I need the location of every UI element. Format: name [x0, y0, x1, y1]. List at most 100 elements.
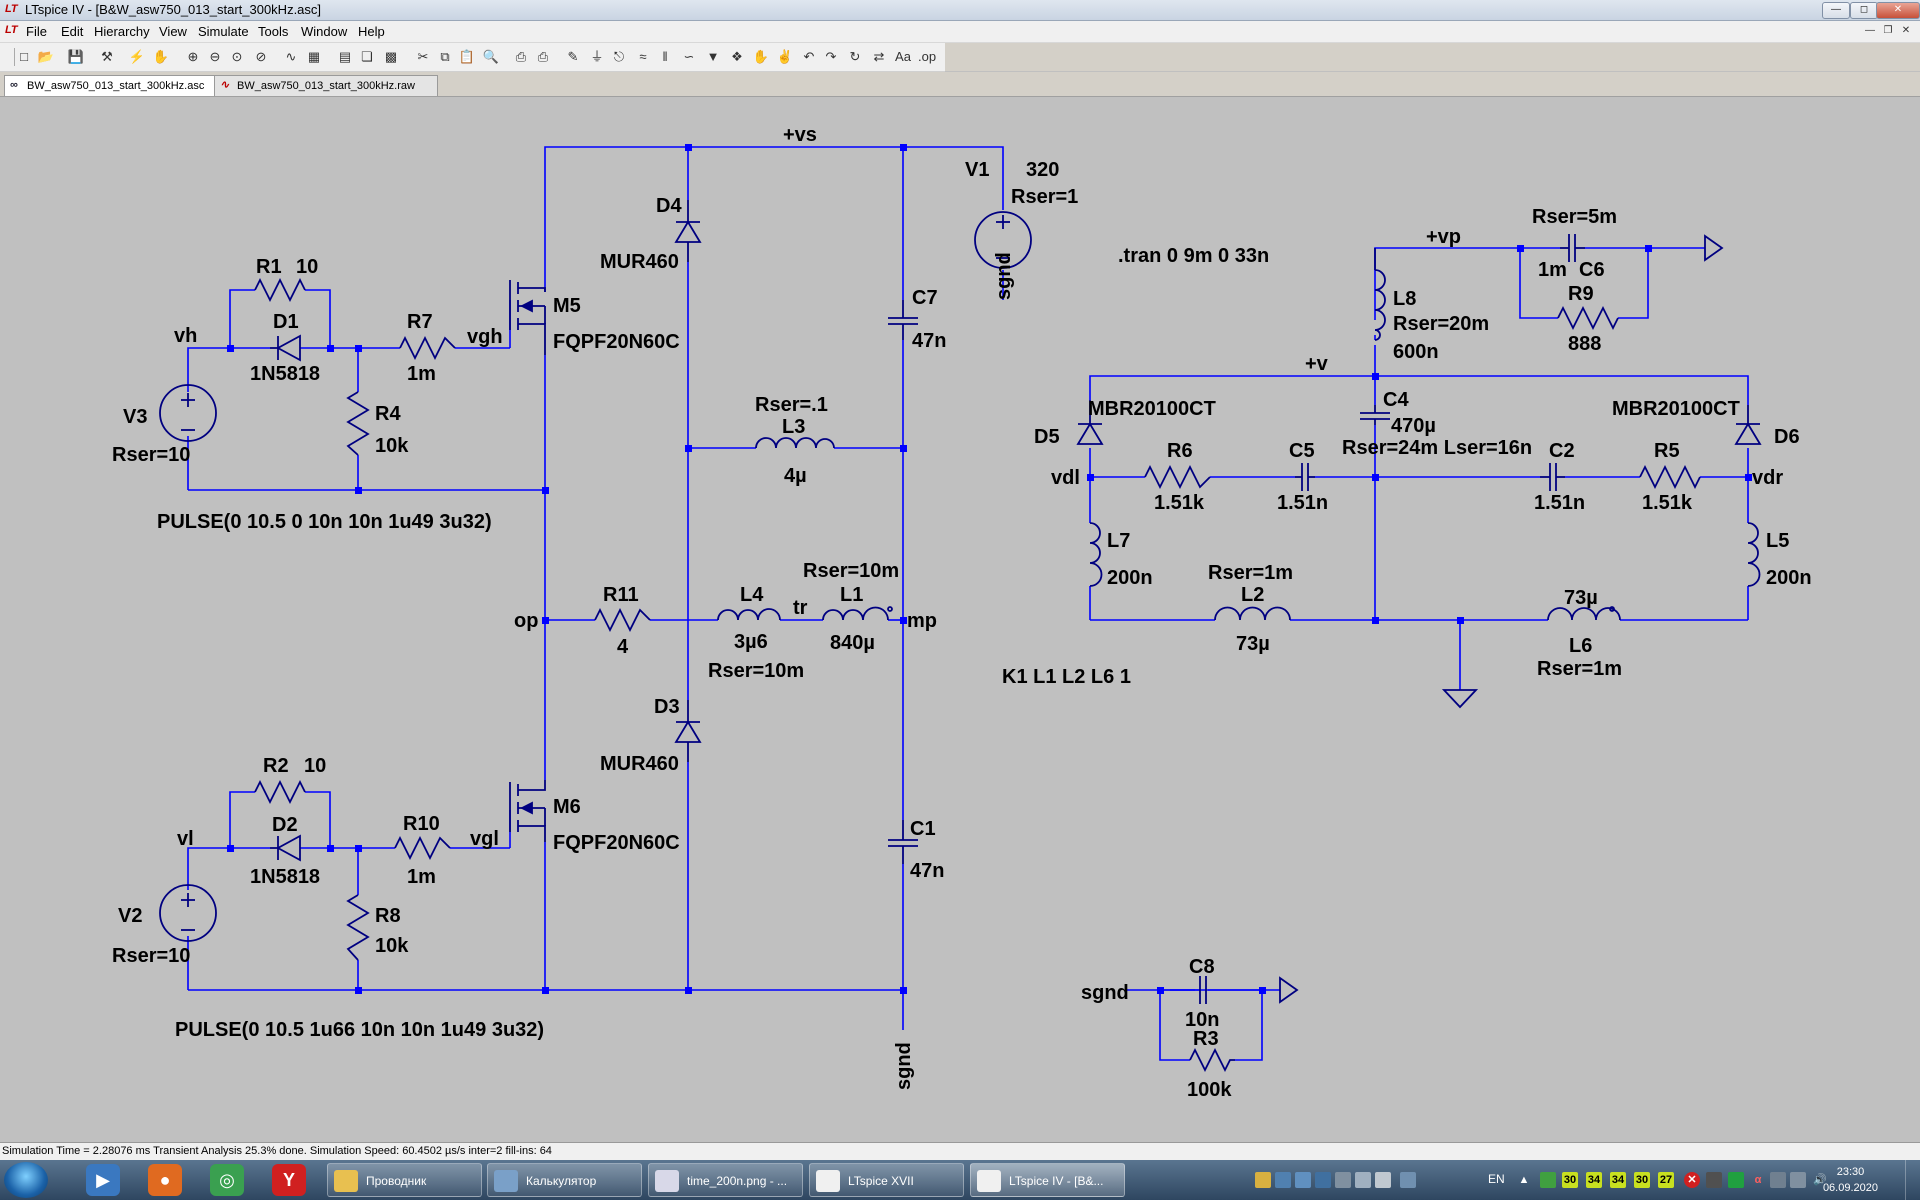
- print-icon[interactable]: ⎙: [537, 49, 549, 64]
- redo-icon[interactable]: ↷: [825, 49, 837, 64]
- toolbar-separator: [14, 48, 15, 66]
- taskbar-item-ltspice-xvii[interactable]: LTspice XVII: [809, 1163, 964, 1197]
- schematic-canvas[interactable]: +vs +vp +v vh vgh vl vgl op tr mp vdl vd…: [3, 97, 1917, 1133]
- control-panel-icon[interactable]: ⚒: [101, 49, 113, 64]
- menu-edit[interactable]: Edit: [61, 24, 84, 39]
- temp-indicator-1[interactable]: 30: [1562, 1172, 1578, 1188]
- yandex-browser-icon[interactable]: Y: [272, 1164, 306, 1196]
- cascade-icon[interactable]: ❏: [361, 49, 373, 64]
- green-icon[interactable]: [1728, 1172, 1744, 1188]
- autorange-icon[interactable]: ▦: [307, 49, 321, 64]
- taskbar-item-explorer[interactable]: Проводник: [327, 1163, 482, 1197]
- alpha-icon[interactable]: α: [1754, 1174, 1762, 1186]
- part-name-c2: C2: [1549, 440, 1575, 462]
- capacitor-icon[interactable]: ‖: [662, 49, 668, 64]
- part-value-m5: FQPF20N60C: [553, 331, 680, 353]
- part-extra-l4: Rser=10m: [708, 660, 804, 682]
- chrome-icon[interactable]: ◎: [210, 1164, 244, 1196]
- temp-indicator-3[interactable]: 34: [1610, 1172, 1626, 1188]
- net-label-op: op: [514, 610, 538, 632]
- spice-directive-icon[interactable]: .op: [918, 49, 937, 64]
- temp-indicator-4[interactable]: 30: [1634, 1172, 1650, 1188]
- tile-vertical-icon[interactable]: ▩: [384, 49, 398, 64]
- menu-help[interactable]: Help: [358, 24, 385, 39]
- network-icon[interactable]: [1315, 1172, 1331, 1188]
- tool-icon[interactable]: [1355, 1172, 1371, 1188]
- window-icon[interactable]: [1295, 1172, 1311, 1188]
- close-circle-icon[interactable]: ✕: [1684, 1172, 1700, 1188]
- monitor-small-icon[interactable]: [1790, 1172, 1806, 1188]
- paste-icon[interactable]: 📋: [458, 49, 476, 64]
- net-label-mp: mp: [907, 610, 937, 632]
- mdi-close-icon[interactable]: ✕: [1901, 25, 1911, 36]
- zoom-out-icon[interactable]: ⊖: [209, 49, 221, 64]
- mdi-restore-icon[interactable]: ❐: [1883, 25, 1893, 36]
- run-icon[interactable]: ⚡: [128, 49, 146, 64]
- inductor-icon[interactable]: ∽: [683, 49, 695, 64]
- resistor-icon[interactable]: ≈: [639, 49, 647, 64]
- open-icon[interactable]: 📂: [37, 49, 55, 64]
- maximize-button[interactable]: ◻: [1850, 2, 1878, 19]
- pan-icon[interactable]: ✋: [152, 49, 170, 64]
- drag-icon[interactable]: ✌: [776, 49, 794, 64]
- taskbar-item-ltspice-iv[interactable]: LTspice IV - [B&...: [970, 1163, 1125, 1197]
- menu-simulate[interactable]: Simulate: [198, 24, 249, 39]
- zoom-in-icon[interactable]: ⊕: [187, 49, 199, 64]
- keyboard-icon[interactable]: [1400, 1172, 1416, 1188]
- language-indicator[interactable]: EN: [1488, 1172, 1505, 1186]
- label-net-icon[interactable]: ⎋: [613, 49, 625, 64]
- menu-file[interactable]: File: [26, 24, 47, 39]
- diode-icon[interactable]: ▼: [706, 49, 720, 64]
- media-player-icon[interactable]: ▶: [86, 1164, 120, 1196]
- waveform-icon[interactable]: ∿: [285, 49, 297, 64]
- printer-icon[interactable]: [1335, 1172, 1351, 1188]
- print-setup-icon[interactable]: ⎙: [515, 49, 527, 64]
- temp-indicator-2[interactable]: 34: [1586, 1172, 1602, 1188]
- rotate-icon[interactable]: ↻: [849, 49, 861, 64]
- new-schematic-icon[interactable]: □: [20, 49, 28, 64]
- save-icon[interactable]: 💾: [67, 49, 85, 64]
- copy-icon[interactable]: ⧉: [440, 49, 450, 64]
- firefox-icon[interactable]: ●: [148, 1164, 182, 1196]
- close-button[interactable]: ✕: [1876, 2, 1920, 19]
- menu-tools[interactable]: Tools: [258, 24, 289, 39]
- find-icon[interactable]: 🔍: [482, 49, 500, 64]
- temp-indicator-5[interactable]: 27: [1658, 1172, 1674, 1188]
- zoom-fit-icon[interactable]: ⊙: [231, 49, 243, 64]
- taskbar-item-label: Проводник: [366, 1174, 427, 1188]
- pen-icon[interactable]: [1375, 1172, 1391, 1188]
- mdi-minimize-icon[interactable]: —: [1865, 25, 1875, 36]
- schematic-drawing[interactable]: +vs +vp +v vh vgh vl vgl op tr mp vdl vd…: [3, 97, 1917, 1133]
- taskbar-item-paint[interactable]: time_200n.png - ...: [648, 1163, 803, 1197]
- move-icon[interactable]: ✋: [752, 49, 770, 64]
- mirror-icon[interactable]: ⇄: [873, 49, 885, 64]
- gpu-icon[interactable]: [1706, 1172, 1722, 1188]
- folder-icon[interactable]: [1255, 1172, 1271, 1188]
- document-menu-icon[interactable]: LT: [5, 24, 18, 36]
- part-name-r3: R3: [1193, 1028, 1219, 1050]
- clock[interactable]: 23:30 06.09.2020: [1823, 1164, 1878, 1196]
- tile-horizontal-icon[interactable]: ▤: [338, 49, 352, 64]
- show-desktop-button[interactable]: [1905, 1160, 1920, 1200]
- ground-icon[interactable]: ⏚: [590, 49, 604, 64]
- shield-icon[interactable]: [1540, 1172, 1556, 1188]
- part-extra-v2: Rser=10: [112, 945, 190, 967]
- undo-icon[interactable]: ↶: [803, 49, 815, 64]
- start-button[interactable]: [4, 1162, 48, 1198]
- menu-hierarchy[interactable]: Hierarchy: [94, 24, 150, 39]
- menu-view[interactable]: View: [159, 24, 187, 39]
- tab-schematic[interactable]: ∞ BW_asw750_013_start_300kHz.asc: [4, 75, 218, 96]
- text-icon[interactable]: Aa: [895, 49, 911, 64]
- volume-icon[interactable]: 🔊: [1813, 1174, 1827, 1186]
- minimize-button[interactable]: —: [1822, 2, 1850, 19]
- draw-wire-icon[interactable]: ✎: [567, 49, 579, 64]
- power-icon[interactable]: [1770, 1172, 1786, 1188]
- menu-window[interactable]: Window: [301, 24, 348, 39]
- component-icon[interactable]: ❖: [731, 49, 743, 64]
- tab-waveform[interactable]: ∿ BW_asw750_013_start_300kHz.raw: [214, 75, 438, 96]
- taskbar-item-calculator[interactable]: Калькулятор: [487, 1163, 642, 1197]
- monitor-icon[interactable]: [1275, 1172, 1291, 1188]
- chevron-up-icon[interactable]: ▲: [1518, 1174, 1530, 1186]
- zoom-cancel-icon[interactable]: ⊘: [255, 49, 267, 64]
- cut-icon[interactable]: ✂: [417, 49, 429, 64]
